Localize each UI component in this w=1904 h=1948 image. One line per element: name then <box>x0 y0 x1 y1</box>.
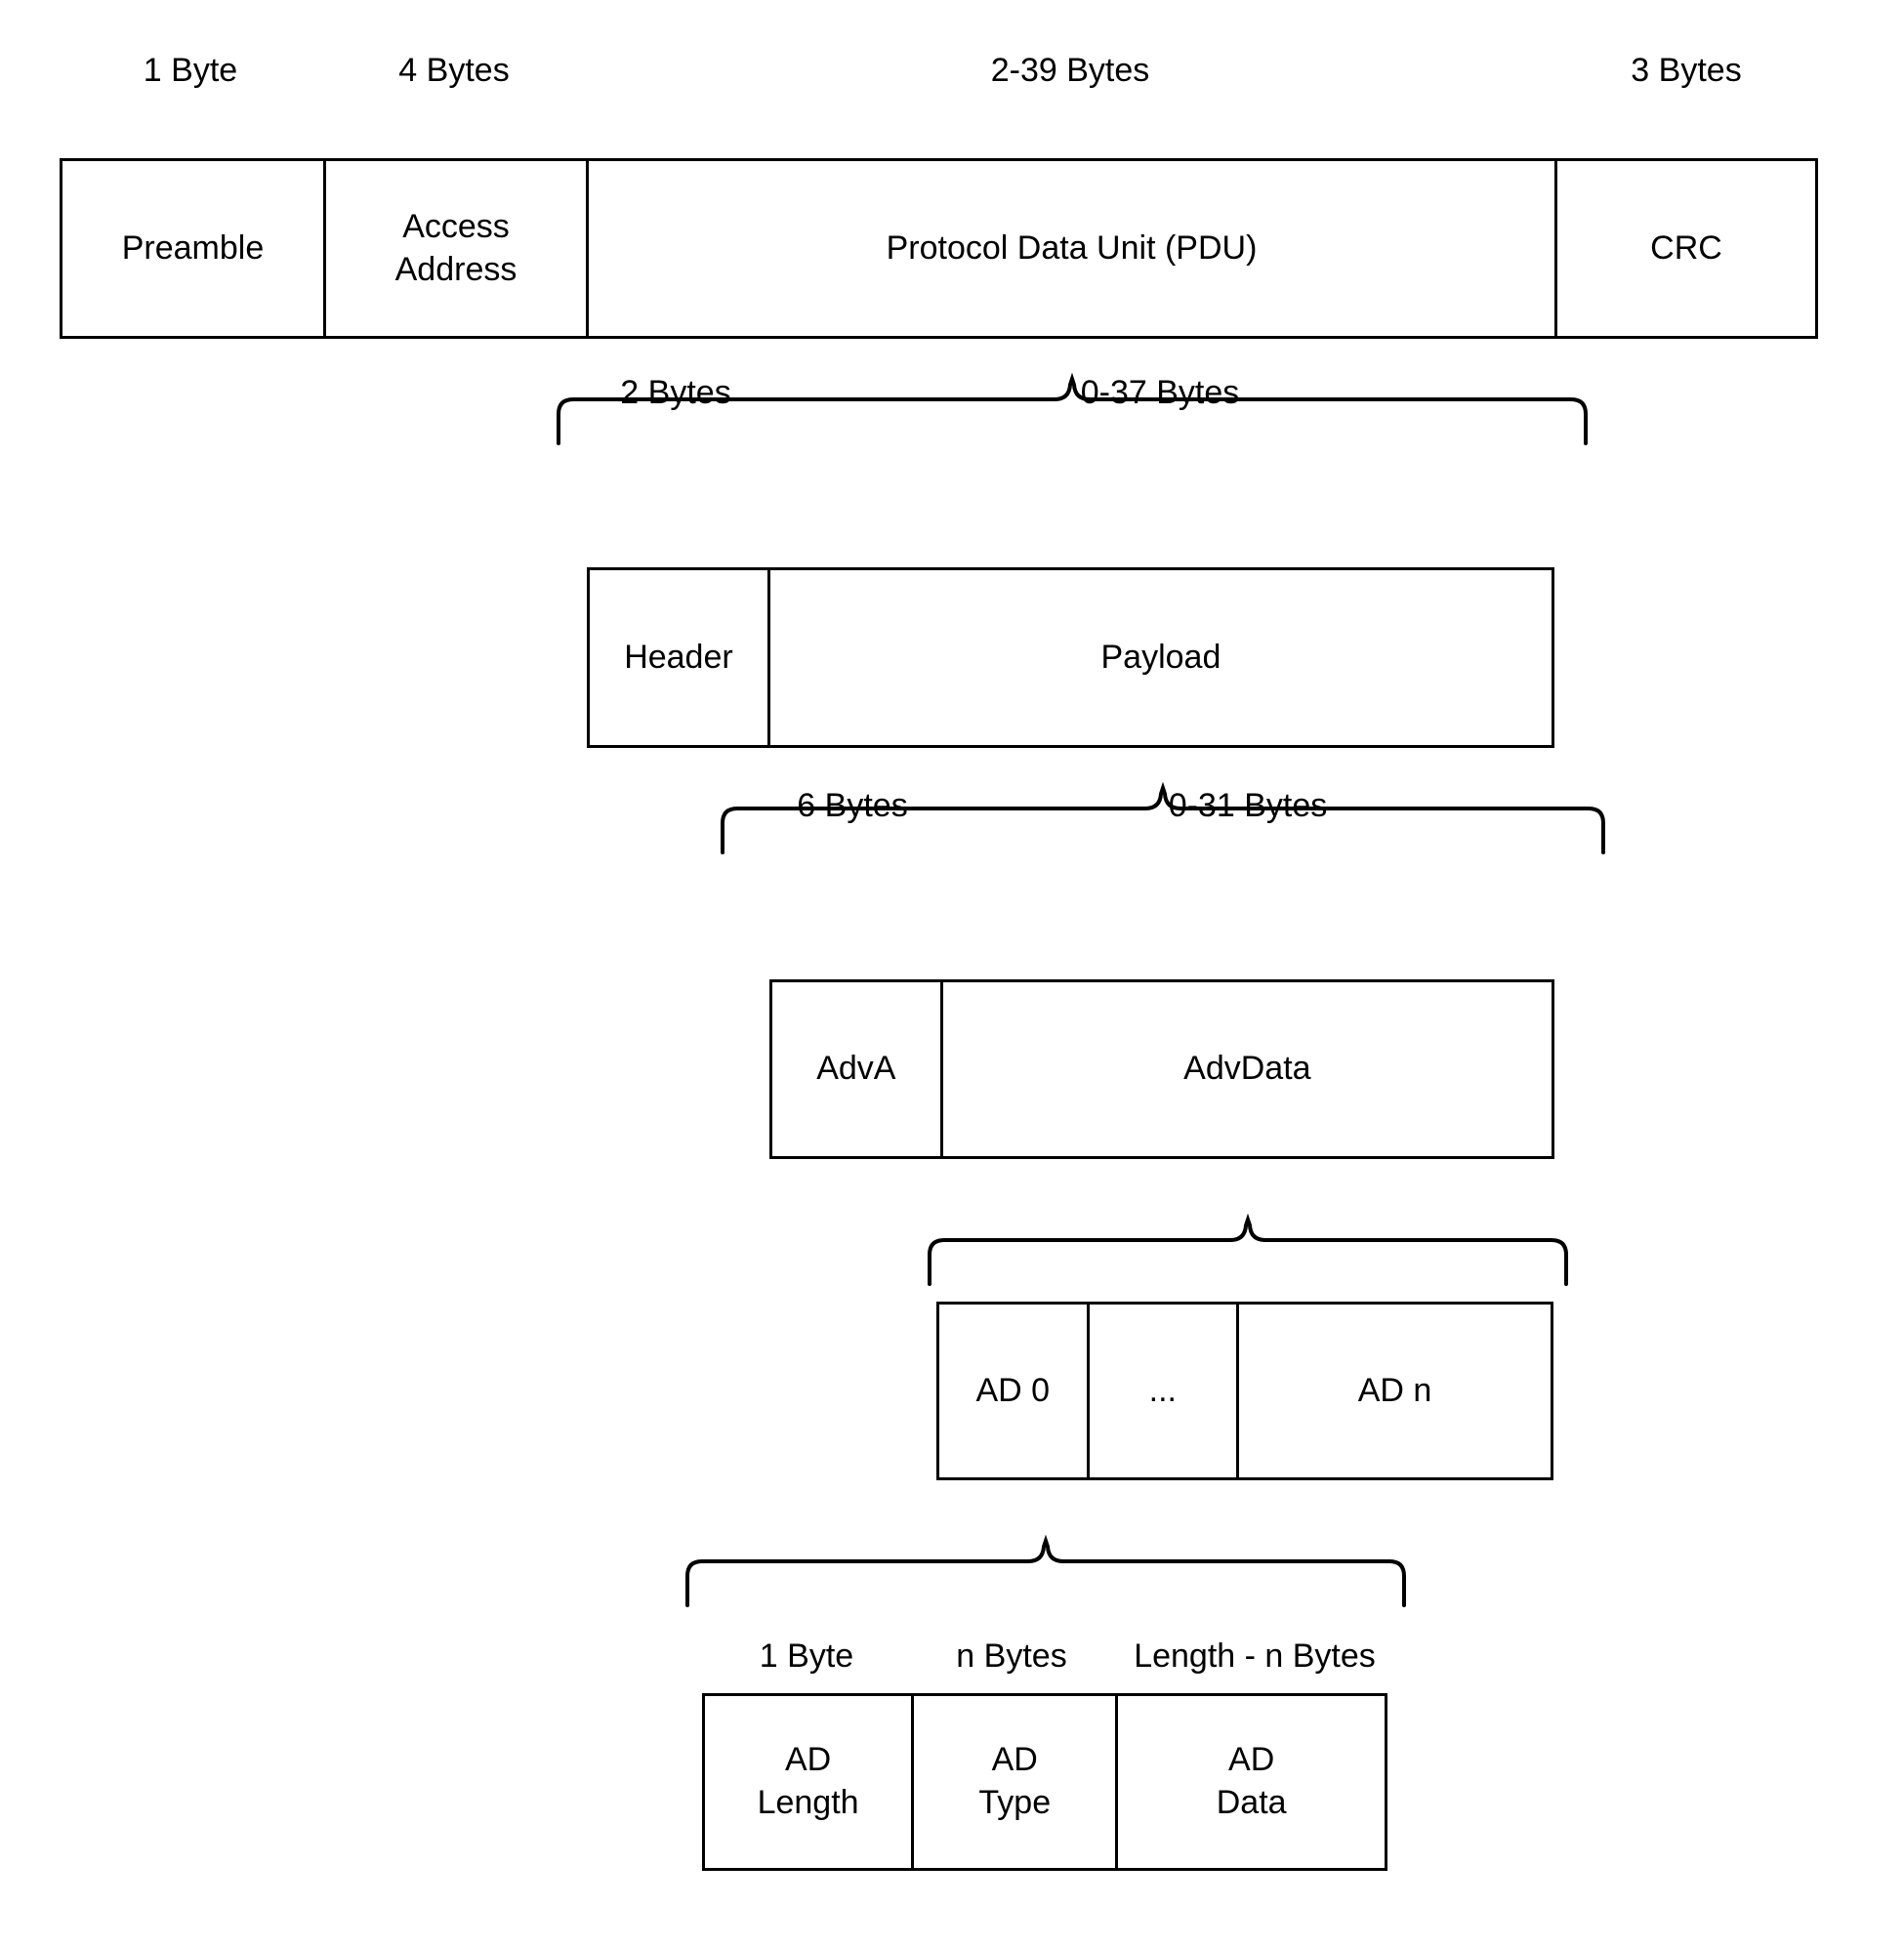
field-payload: Payload <box>1100 638 1221 676</box>
field-header: Header <box>590 570 770 745</box>
field-access-address: Access Address <box>326 161 589 336</box>
field-ad-data: AD Data <box>1216 1741 1287 1821</box>
size-label-ad-type: n Bytes <box>956 1637 1067 1675</box>
field-ad-type: AD Type <box>914 1696 1119 1868</box>
brace-ad-to-fields <box>683 1534 1408 1607</box>
size-label-preamble: 1 Byte <box>143 52 238 89</box>
size-label-payload: 0-37 Bytes <box>1080 374 1240 411</box>
field-preamble: Preamble <box>62 161 326 336</box>
field-ad-ellipsis: ... <box>1090 1305 1240 1477</box>
size-label-pdu: 2-39 Bytes <box>990 52 1150 89</box>
field-adva: AdvA <box>772 982 943 1156</box>
brace-payload-to-adva-advdata <box>719 781 1607 854</box>
size-label-header: 2 Bytes <box>620 374 731 411</box>
field-ad-length: AD Length <box>705 1696 915 1868</box>
size-label-crc: 3 Bytes <box>1631 52 1742 89</box>
size-label-ad-length: 1 Byte <box>759 1637 854 1675</box>
size-label-advdata: 0-31 Bytes <box>1168 787 1328 824</box>
advdata-row: AD 0 ... AD n <box>936 1302 1553 1480</box>
payload-row: AdvA AdvData <box>769 979 1554 1159</box>
pdu-row: Header Payload <box>587 567 1554 748</box>
size-label-adva: 6 Bytes <box>797 787 908 824</box>
field-crc: CRC <box>1650 228 1722 267</box>
size-label-access-address: 4 Bytes <box>398 52 510 89</box>
brace-advdata-to-ad-list <box>926 1213 1570 1286</box>
packet-row: Preamble Access Address Protocol Data Un… <box>60 158 1818 339</box>
ad-row: AD Length AD Type AD Data <box>702 1693 1387 1871</box>
brace-pdu-to-header-payload <box>555 372 1590 445</box>
field-pdu: Protocol Data Unit (PDU) <box>589 161 1557 336</box>
field-advdata: AdvData <box>1183 1050 1311 1088</box>
field-ad-0: AD 0 <box>939 1305 1090 1477</box>
size-label-ad-data: Length - n Bytes <box>1134 1637 1376 1675</box>
field-ad-n: AD n <box>1357 1371 1432 1409</box>
